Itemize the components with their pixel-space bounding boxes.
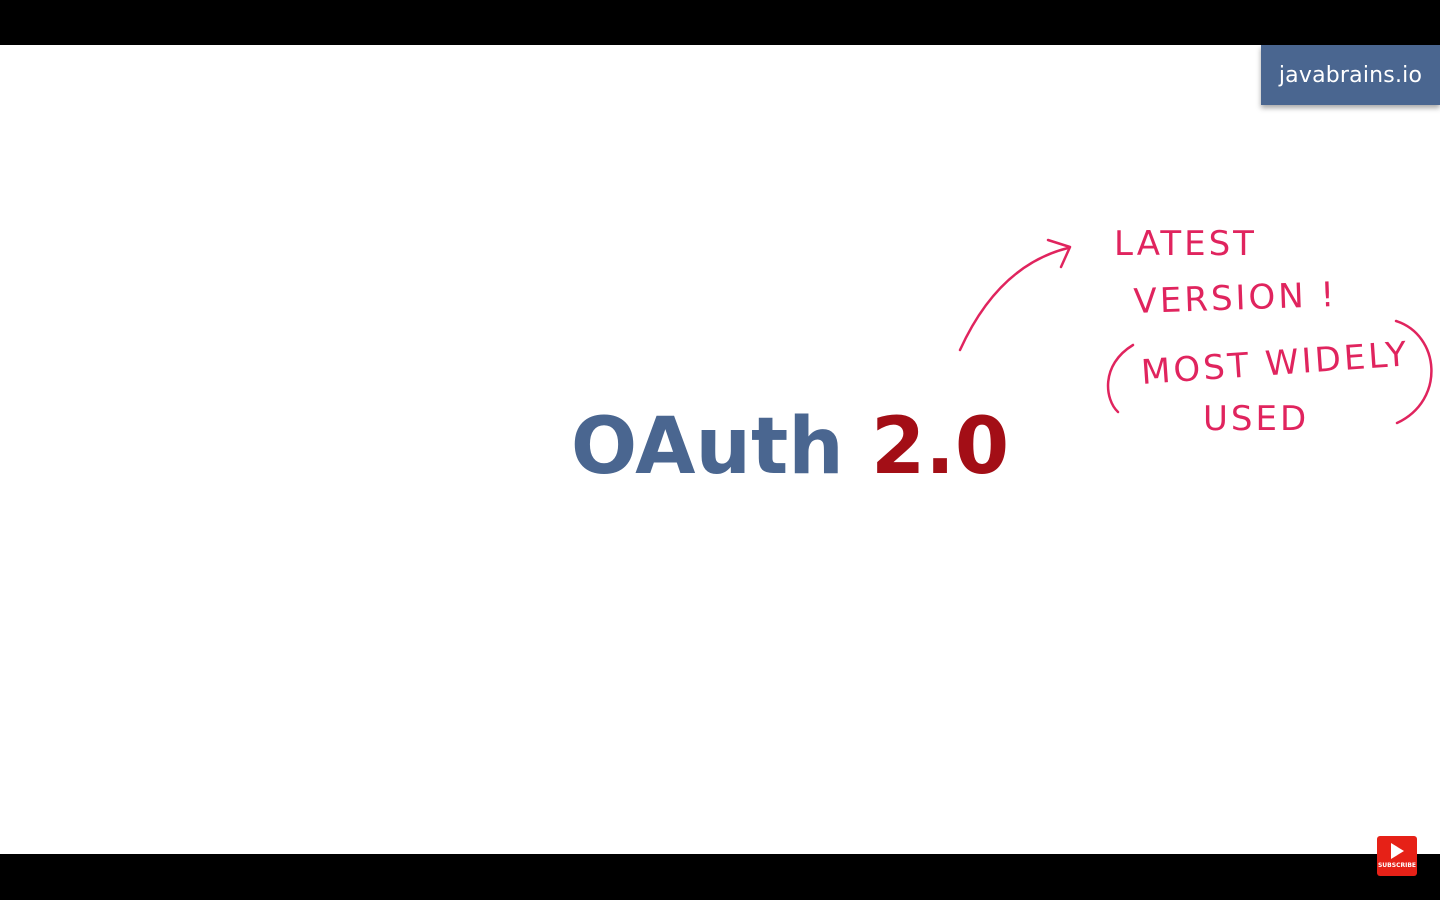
title-version: 2.0 xyxy=(870,402,1010,492)
subscribe-button[interactable]: SUBSCRIBE xyxy=(1377,836,1417,876)
title-word: OAuth xyxy=(570,402,844,492)
brand-badge[interactable]: javabrains.io xyxy=(1261,45,1440,105)
annotation-line-2: VERSION ! xyxy=(1133,275,1338,322)
annotation-line-3: MOST WIDELY xyxy=(1140,334,1411,393)
annotation-arrowhead xyxy=(1046,238,1072,269)
subscribe-label: SUBSCRIBE xyxy=(1377,862,1416,869)
slide-title: OAuth 2.0 xyxy=(0,402,1440,492)
play-icon xyxy=(1390,843,1404,859)
annotation-line-1: LATEST xyxy=(1114,224,1257,264)
letterbox-bottom xyxy=(0,854,1440,900)
brand-label: javabrains.io xyxy=(1278,62,1423,88)
annotation-arrow xyxy=(958,246,1070,352)
slide: javabrains.io OAuth 2.0 LATEST VERSION !… xyxy=(0,45,1440,854)
letterbox-top xyxy=(0,0,1440,45)
